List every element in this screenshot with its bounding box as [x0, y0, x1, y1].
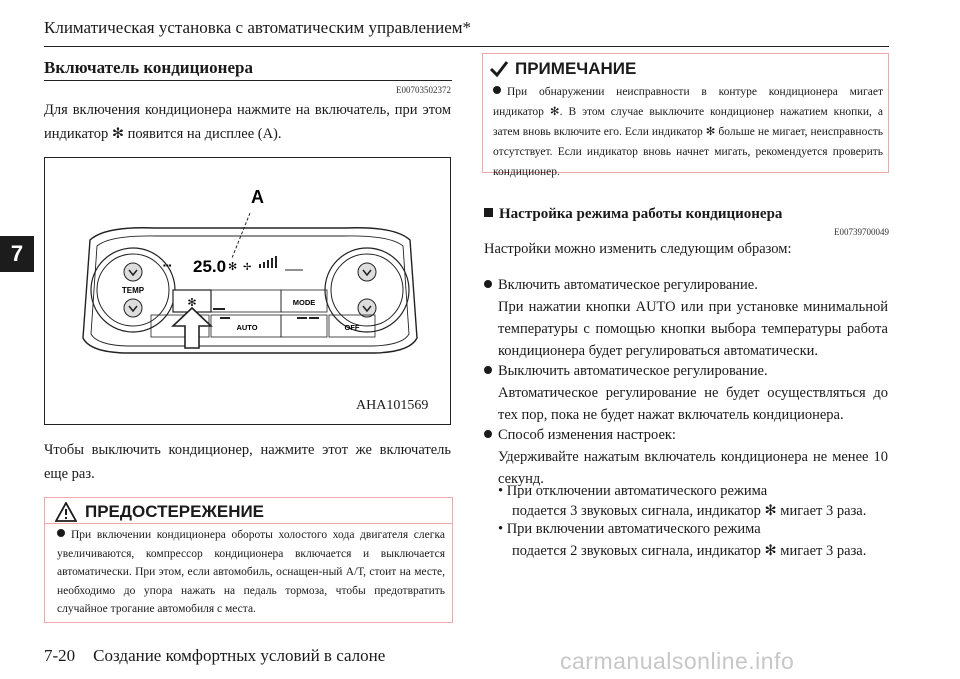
checkmark-icon	[489, 61, 509, 78]
note-text-1: При обнаружении неисправности в контуре …	[493, 86, 883, 118]
snowflake-icon: ✻	[705, 126, 716, 138]
snowflake-icon: ✻	[764, 503, 777, 519]
bullet-dot	[484, 280, 492, 288]
bullet-dot	[493, 86, 501, 94]
sub-item-label: • При включении автоматического режима	[498, 521, 761, 537]
note-title: ПРИМЕЧАНИЕ	[515, 59, 637, 78]
list-item-body: При нажатии кнопки AUTO или при установк…	[498, 299, 888, 359]
note-text-block: При обнаружении неисправности в контуре …	[493, 82, 883, 182]
sub-item-text: подается 3 звуковых сигнала, индикатор ✻…	[512, 500, 866, 522]
intro-text-1: Для включения кондиционера нажмите на вк…	[44, 102, 451, 142]
caution-divider	[45, 523, 452, 524]
callout-label-a: A	[251, 187, 264, 207]
footer: 7-20 Создание комфортных условий в салоне	[44, 646, 385, 666]
caution-title: ПРЕДОСТЕРЕЖЕНИЕ	[85, 502, 265, 521]
display-temperature: 25.0	[193, 257, 226, 276]
list-item: Выключить автоматическое регулирование. …	[484, 360, 888, 426]
bullet-dot	[484, 430, 492, 438]
note-text-2: . В этом случае выключите кондиционер на…	[493, 106, 883, 138]
caution-text-block: При включении кондиционера обороты холос…	[57, 526, 445, 619]
intro-paragraph: Для включения кондиционера нажмите на вк…	[44, 98, 451, 146]
list-item: Включить автоматическое регулирование. П…	[484, 274, 888, 362]
bullet-dot	[484, 366, 492, 374]
display-snowflake-icon: ✻	[228, 261, 237, 273]
list-item-body: Автоматическое регулирование не будет ос…	[498, 385, 888, 423]
list-item-head: Выключить автоматическое регулирование.	[498, 363, 768, 379]
sub-item-text: подается 2 звуковых сигнала, индикатор ✻…	[512, 540, 866, 562]
section-rule	[44, 80, 452, 81]
off-label: OFF	[345, 323, 360, 332]
list-item-head: Включить автоматическое регулирование.	[498, 277, 758, 293]
section-title-mode-text: Настройка режима работы кондиционера	[499, 206, 783, 222]
page-number: 7-20	[44, 646, 76, 665]
snowflake-icon: ✻	[111, 126, 124, 142]
mode-label: MODE	[293, 298, 316, 307]
sub-item-label: • При отключении автоматического режима	[498, 483, 768, 499]
control-panel-illustration: TEMP 25.0 ▪▪▪ ✻ ✢ A ✻ MODE AUTO OFF	[82, 187, 418, 354]
note-text-3: больше не мигает, неисправность отсутств…	[493, 126, 883, 178]
display-segments: ▪▪▪	[163, 261, 172, 270]
display-fan-icon: ✢	[243, 262, 251, 273]
warning-triangle-icon	[55, 502, 77, 522]
mode-intro: Настройки можно изменить следующим образ…	[484, 241, 792, 257]
note-header: ПРИМЕЧАНИЕ	[489, 57, 636, 81]
sub1-text-b: мигает 3 раза.	[776, 503, 867, 519]
turn-off-paragraph: Чтобы выключить кондиционер, нажмите это…	[44, 442, 451, 482]
footer-section: Создание комфортных условий в салоне	[93, 646, 386, 665]
list-item-body: Удерживайте нажатым включатель кондицион…	[498, 449, 888, 487]
square-bullet-icon	[484, 208, 493, 217]
chapter-tab: 7	[0, 236, 34, 272]
figure-caption: AHA101569	[356, 398, 429, 413]
snowflake-icon: ✻	[549, 106, 560, 118]
note-box: ПРИМЕЧАНИЕ При обнаружении неисправности…	[482, 53, 889, 178]
list-item: Способ изменения настроек: Удерживайте н…	[484, 424, 888, 490]
temp-label: TEMP	[122, 286, 145, 295]
sub2-text-a: подается 2 звуковых сигнала, индикатор	[512, 543, 765, 559]
section-code: E00703502372	[396, 85, 451, 95]
control-panel-figure: TEMP 25.0 ▪▪▪ ✻ ✢ A ✻ MODE AUTO OFF	[44, 157, 451, 425]
section-title-ac-switch: Включатель кондиционера	[44, 58, 253, 77]
caution-box: ПРЕДОСТЕРЕЖЕНИЕ При включении кондиционе…	[44, 497, 453, 623]
pointer-arrow-icon	[170, 306, 214, 349]
section-title-mode: Настройка режима работы кондиционера	[484, 206, 782, 223]
list-item-head: Способ изменения настроек:	[498, 427, 676, 443]
caution-header: ПРЕДОСТЕРЕЖЕНИЕ	[55, 500, 264, 524]
sub2-text-b: мигает 3 раза.	[776, 543, 867, 559]
snowflake-icon: ✻	[764, 543, 777, 559]
section-code-mode: E00739700049	[834, 227, 889, 237]
header-title: Климатическая установка с автоматическим…	[44, 18, 472, 37]
caution-text: При включении кондиционера обороты холос…	[57, 529, 445, 615]
header-rule	[44, 46, 889, 47]
watermark: carmanualsonline.info	[560, 648, 795, 674]
sub1-text-a: подается 3 звуковых сигнала, индикатор	[512, 503, 765, 519]
ac-button-snowflake-icon: ✻	[187, 297, 196, 309]
intro-text-2: появится на дисплее (A).	[123, 126, 282, 142]
bullet-dot	[57, 529, 65, 537]
auto-label: AUTO	[236, 323, 257, 332]
